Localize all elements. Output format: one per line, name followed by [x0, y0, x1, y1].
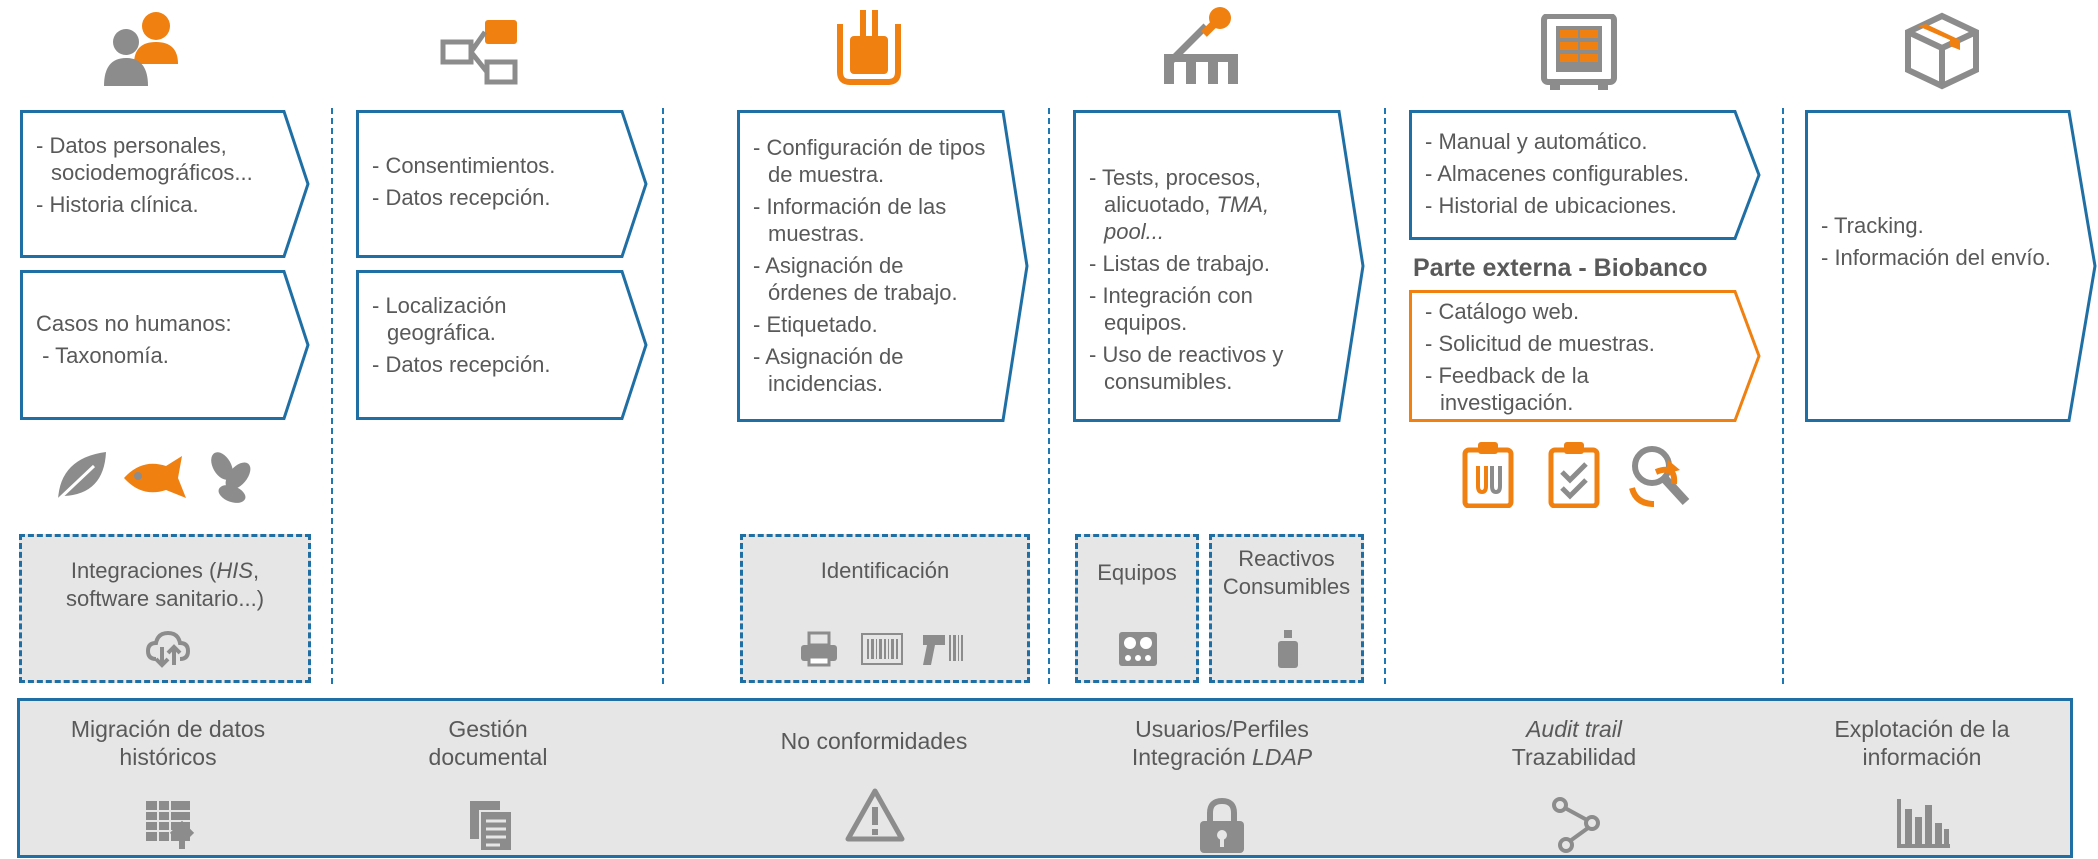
barcode-icon — [861, 633, 903, 672]
freezer-icon — [1540, 13, 1618, 95]
tracking-box: - Tracking. - Información del envío. — [1805, 110, 2097, 422]
integrations-box: Integraciones (HIS, software sanitario..… — [19, 534, 311, 683]
list-item: - Etiquetado. — [753, 312, 878, 337]
location-box: - Localización geográfica. - Datos recep… — [356, 270, 648, 420]
column-separator — [662, 108, 664, 684]
patient-data-box: - Datos personales, sociodemográficos...… — [20, 110, 310, 258]
column-separator — [1782, 108, 1784, 684]
bar-chart-icon — [1896, 797, 1952, 855]
clipboard-checklist-icon — [1548, 440, 1600, 513]
list-item: - Listas de trabajo. — [1089, 251, 1270, 276]
patients-icon — [102, 6, 184, 91]
search-refresh-icon — [1626, 444, 1692, 513]
list-item: - Consentimientos. — [372, 153, 556, 178]
external-biobank-box: - Catálogo web. - Solicitud de muestras.… — [1409, 290, 1761, 422]
storage-box: - Manual y automático. - Almacenes confi… — [1409, 110, 1761, 240]
list-item: - Datos personales, sociodemográficos... — [36, 133, 253, 185]
consent-flow-icon — [440, 18, 520, 93]
column-separator — [1048, 108, 1050, 684]
clipboard-tubes-icon — [1462, 440, 1514, 513]
list-item: - Catálogo web. — [1425, 299, 1580, 324]
fish-icon — [120, 452, 192, 509]
list-item: Casos no humanos: — [36, 311, 232, 336]
reagents-label-line1: Reactivos — [1238, 546, 1335, 571]
leaf-icon — [54, 448, 110, 509]
identification-box: Identificación — [740, 534, 1030, 683]
equipment-box: Equipos — [1075, 534, 1199, 683]
column-separator — [331, 108, 333, 684]
list-item: - Integración con equipos. — [1089, 283, 1253, 335]
nonconformities-item: No conformidades — [744, 727, 1004, 842]
integrations-label-line2: software sanitario...) — [65, 586, 265, 611]
list-item: - Configuración de tipos de muestra. — [753, 135, 986, 187]
list-item: - Historial de ubicaciones. — [1425, 193, 1677, 218]
analyzer-icon — [1118, 631, 1158, 674]
list-item: - Datos recepción. — [372, 185, 551, 210]
list-item: - Asignación de incidencias. — [753, 344, 904, 396]
list-item: - Solicitud de muestras. — [1425, 331, 1655, 356]
pipette-rack-icon — [1160, 4, 1240, 89]
sample-config-box: - Configuración de tipos de muestra. - I… — [737, 110, 1029, 422]
list-item: - Localización geográfica. — [372, 293, 507, 345]
identification-label: Identificación — [820, 558, 950, 583]
list-item: - Manual y automático. — [1425, 129, 1648, 154]
reagents-box: Reactivos Consumibles — [1209, 534, 1364, 683]
lock-icon — [1198, 797, 1246, 859]
consent-box: - Consentimientos. - Datos recepción. — [356, 110, 648, 258]
package-icon — [1904, 12, 1980, 95]
list-item: - Historia clínica. — [36, 192, 199, 217]
table-upload-icon — [144, 799, 196, 857]
barcode-scanner-icon — [921, 631, 965, 674]
external-section-title: Parte externa - Biobanco — [1413, 254, 1708, 282]
list-item: - Uso de reactivos y consumibles. — [1089, 342, 1284, 394]
list-item: - Información del envío. — [1821, 245, 2051, 270]
bacteria-icon — [202, 450, 262, 511]
list-item: - Taxonomía. — [36, 343, 169, 368]
list-item: - Almacenes configurables. — [1425, 161, 1690, 186]
column-separator — [1384, 108, 1386, 684]
list-item: - Información de las muestras. — [753, 194, 947, 246]
trace-nodes-icon — [1550, 797, 1602, 859]
sample-container-icon — [834, 6, 904, 91]
warning-icon — [844, 787, 906, 849]
reagents-label-line2: Consumibles — [1222, 574, 1351, 599]
integrations-label-line1: Integraciones (HIS, — [70, 558, 260, 583]
tests-box: - Tests, procesos, alicuotado, TMA, pool… — [1073, 110, 1365, 422]
list-item: - Tracking. — [1821, 213, 1924, 238]
equipment-label: Equipos — [1097, 560, 1177, 585]
documents-icon — [466, 799, 516, 857]
non-human-box: Casos no humanos: - Taxonomía. — [20, 270, 310, 420]
list-item: - Tests, procesos, alicuotado, TMA, pool… — [1089, 165, 1270, 244]
list-item: - Asignación de órdenes de trabajo. — [753, 253, 958, 305]
reagent-bottle-icon — [1276, 629, 1300, 676]
list-item: - Datos recepción. — [372, 352, 551, 377]
cloud-sync-icon — [145, 629, 191, 676]
list-item: - Feedback de la investigación. — [1425, 363, 1589, 415]
printer-icon — [799, 631, 839, 674]
